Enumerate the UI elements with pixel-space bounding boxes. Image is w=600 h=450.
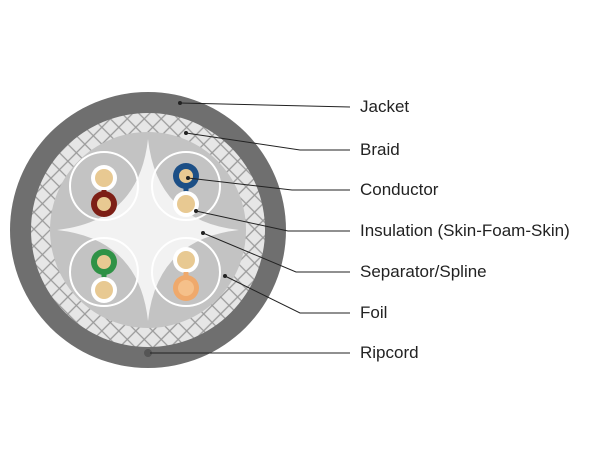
leader-braid [185, 132, 350, 151]
label-conductor: Conductor [360, 180, 439, 199]
blue-pair-outline [151, 151, 221, 221]
leader-insulation [195, 210, 350, 232]
leader-lines [150, 102, 351, 354]
brown-pair-outline [69, 151, 139, 221]
label-foil: Foil [360, 303, 388, 322]
separator-spline [57, 139, 239, 321]
label-jacket: Jacket [360, 97, 410, 116]
orange-pair-outline [151, 237, 221, 307]
label-braid: Braid [360, 140, 400, 159]
leader-endpoints [178, 101, 227, 278]
orange-pair [173, 247, 199, 301]
ripcord-dot [144, 349, 152, 357]
green-pair [91, 249, 117, 303]
leader-foil [224, 275, 350, 314]
leader-jacket [179, 102, 351, 108]
blue-pair [173, 163, 199, 217]
label-separator: Separator/Spline [360, 262, 487, 281]
brown-pair [91, 165, 117, 217]
label-insulation: Insulation (Skin-Foam-Skin) [360, 221, 570, 240]
green-pair-outline [69, 237, 139, 307]
label-ripcord: Ripcord [360, 343, 419, 362]
leader-conductor [187, 177, 350, 191]
leader-separator [202, 232, 350, 273]
